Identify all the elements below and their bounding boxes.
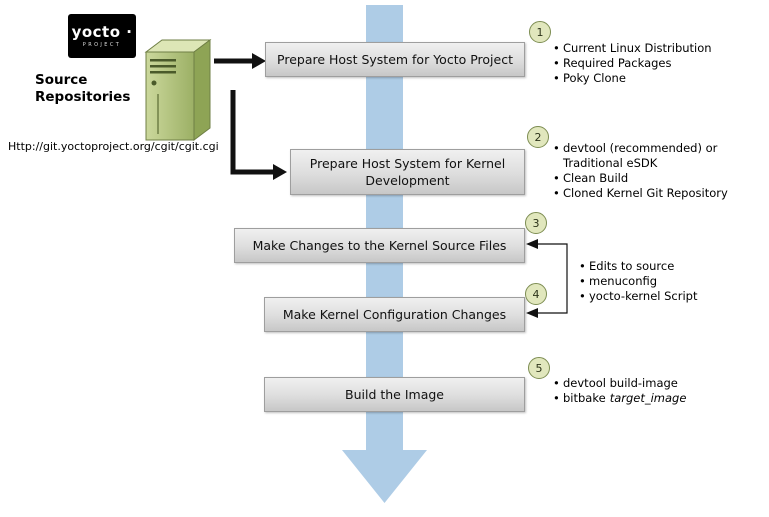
bitbake-target-image-text: target_image (609, 391, 687, 405)
steps-3-4-shared-bullets: Edits to source menuconfig yocto-kernel … (578, 259, 743, 304)
step-2-bullets: devtool (recommended) or Traditional eSD… (552, 141, 732, 201)
bullet-item: devtool (recommended) or Traditional eSD… (552, 141, 732, 171)
source-repo-url: Http://git.yoctoproject.org/cgit/cgit.cg… (8, 140, 219, 153)
source-repositories-label: Source Repositories (35, 72, 131, 105)
yocto-logo-text: yocto · (71, 23, 133, 41)
step-box-prepare-host-yocto: Prepare Host System for Yocto Project (265, 42, 525, 77)
arrow-server-to-step2-icon (230, 90, 287, 180)
step-number-5: 5 (528, 357, 550, 379)
step-number-4: 4 (525, 283, 547, 305)
step-1-bullets: Current Linux Distribution Required Pack… (552, 41, 762, 86)
yocto-logo: yocto · PROJECT (68, 14, 136, 58)
step-number-3: 3 (525, 212, 547, 234)
bullet-item: Clean Build (552, 171, 732, 186)
bullet-item: Poky Clone (552, 71, 762, 86)
step-number-2: 2 (527, 126, 549, 148)
bullet-item: devtool build-image (552, 376, 742, 391)
step-box-kernel-source-changes: Make Changes to the Kernel Source Files (234, 228, 525, 263)
bullet-item: Required Packages (552, 56, 762, 71)
step-box-kernel-config-changes: Make Kernel Configuration Changes (264, 297, 525, 332)
arrow-server-to-step1-icon (214, 53, 266, 69)
step-box-build-image: Build the Image (264, 377, 525, 412)
bracket-step3-step4-icon (526, 239, 568, 318)
server-icon (144, 39, 212, 141)
bullet-item: menuconfig (578, 274, 743, 289)
yocto-logo-subtitle: PROJECT (82, 42, 122, 48)
bullet-item: Current Linux Distribution (552, 41, 762, 56)
bullet-item: Cloned Kernel Git Repository (552, 186, 732, 201)
bullet-item: Edits to source (578, 259, 743, 274)
step-box-prepare-host-kernel: Prepare Host System for Kernel Developme… (290, 149, 525, 195)
bitbake-text: bitbake (563, 391, 606, 405)
step-number-1: 1 (529, 21, 551, 43)
bullet-item: yocto-kernel Script (578, 289, 743, 304)
